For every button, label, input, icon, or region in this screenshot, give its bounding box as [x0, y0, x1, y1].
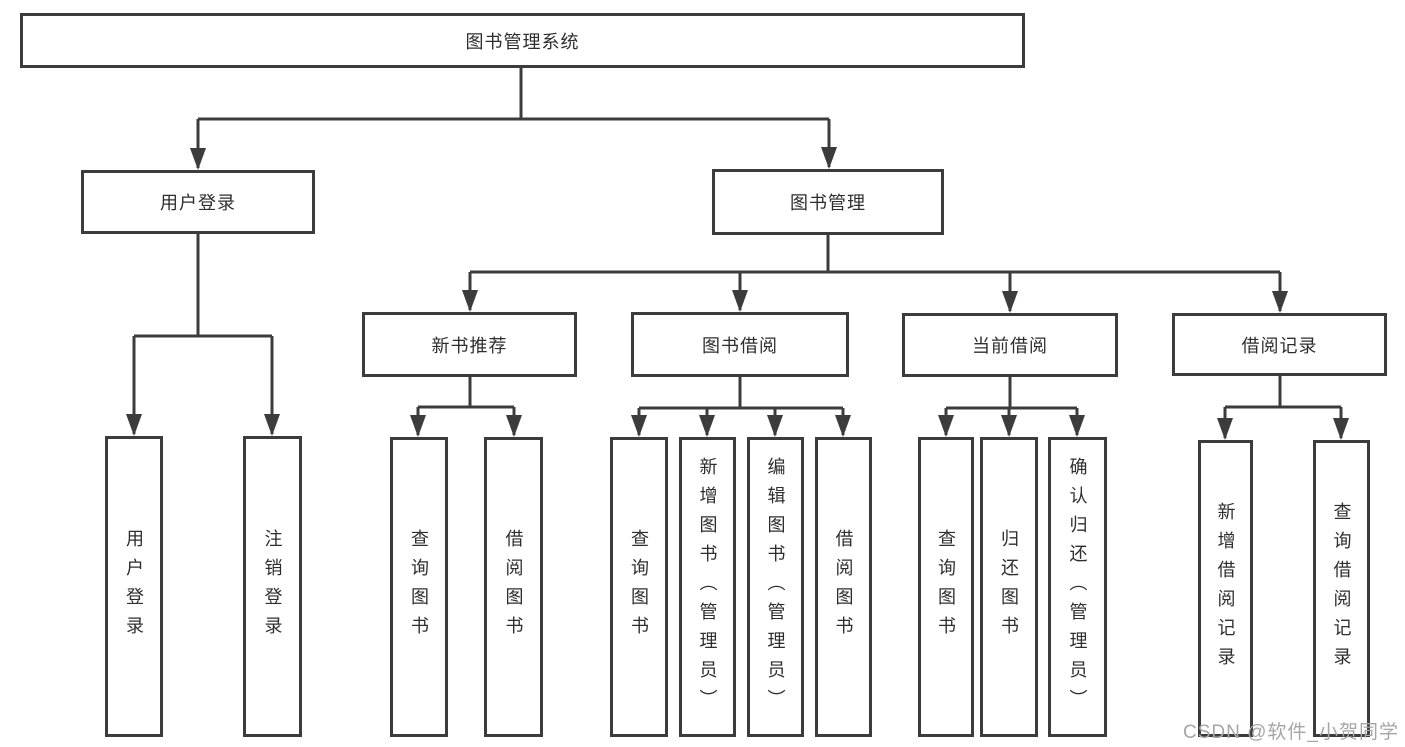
arrowhead-icon [1217, 418, 1233, 440]
arrowhead-icon [506, 415, 522, 437]
arrowhead-icon [767, 415, 783, 437]
arrowhead-icon [1272, 291, 1288, 313]
node-book-borrowing: 图书借阅 [631, 312, 849, 377]
node-label: 新书推荐 [431, 335, 508, 356]
leaf-add-borrow-record: 新增借阅记录 [1198, 440, 1253, 737]
leaf-confirm-return-admin: 确认归还（管理员） [1048, 437, 1107, 737]
leaf-borrow-books: 借阅图书 [815, 437, 872, 737]
arrowheads [126, 147, 1349, 440]
arrowhead-icon [699, 415, 715, 437]
leaf-add-book-admin: 新增图书（管理员） [679, 437, 736, 737]
node-label: 借阅图书 [503, 529, 524, 645]
connector-records-to-leaves [1223, 376, 1343, 438]
arrowhead-icon [1069, 415, 1085, 437]
connector-borrow-to-leaves [637, 377, 845, 435]
node-label: 当前借阅 [972, 336, 1048, 356]
watermark: CSDN @软件_小贺同学 [1183, 722, 1399, 743]
leaf-query-books: 查询图书 [390, 437, 448, 737]
leaf-query-books: 查询图书 [610, 437, 668, 737]
arrowhead-icon [821, 147, 837, 169]
node-root-system: 图书管理系统 [20, 13, 1025, 68]
leaf-return-books: 归还图书 [980, 437, 1038, 737]
node-label: 图书管理系统 [465, 31, 580, 52]
node-label: 用户登录 [124, 528, 144, 645]
connector-bookmgmt-to-level3 [468, 235, 1282, 311]
node-label: 查询借阅记录 [1331, 501, 1352, 676]
arrowhead-icon [1333, 418, 1349, 440]
node-label: 归还图书 [999, 529, 1019, 645]
node-borrowing-records: 借阅记录 [1172, 313, 1387, 376]
arrowhead-icon [631, 415, 647, 437]
connector-login-to-leaves [132, 234, 274, 434]
arrowhead-icon [410, 415, 426, 437]
arrowhead-icon [732, 290, 748, 312]
leaf-logout: 注销登录 [243, 436, 302, 737]
node-label: 图书借阅 [702, 335, 778, 356]
leaf-query-books: 查询图书 [918, 437, 974, 737]
node-label: 查询图书 [629, 529, 649, 645]
arrowhead-icon [462, 290, 478, 312]
node-label: 查询图书 [936, 529, 956, 645]
node-label: 借阅记录 [1241, 335, 1318, 356]
arrowhead-icon [938, 415, 954, 437]
leaf-borrow-books: 借阅图书 [484, 437, 543, 737]
node-label: 借阅图书 [833, 529, 854, 645]
node-label: 用户登录 [160, 193, 236, 213]
node-label: 新增借阅记录 [1215, 501, 1236, 676]
leaf-query-borrow-record: 查询借阅记录 [1313, 440, 1370, 737]
leaf-user-login: 用户登录 [105, 436, 163, 737]
node-label: 编辑图书（管理员） [765, 456, 786, 718]
node-user-login: 用户登录 [81, 170, 315, 234]
node-new-book-recommend: 新书推荐 [362, 312, 577, 377]
arrowhead-icon [1002, 291, 1018, 313]
node-label: 新增图书（管理员） [697, 456, 718, 718]
connector-root-to-level2 [196, 68, 831, 168]
arrowhead-icon [1001, 415, 1017, 437]
node-current-borrowing: 当前借阅 [902, 313, 1118, 377]
arrowhead-icon [835, 415, 851, 437]
node-label: 查询图书 [409, 529, 429, 645]
leaf-edit-book-admin: 编辑图书（管理员） [747, 437, 804, 737]
node-label: 图书管理 [790, 193, 866, 213]
arrowhead-icon [190, 148, 206, 170]
node-book-management: 图书管理 [712, 169, 944, 235]
arrowhead-icon [264, 414, 280, 436]
node-label: 注销登录 [262, 528, 283, 645]
node-label: 确认归还（管理员） [1067, 456, 1088, 718]
arrowhead-icon [126, 414, 142, 436]
connector-newbook-to-leaves [416, 377, 516, 435]
